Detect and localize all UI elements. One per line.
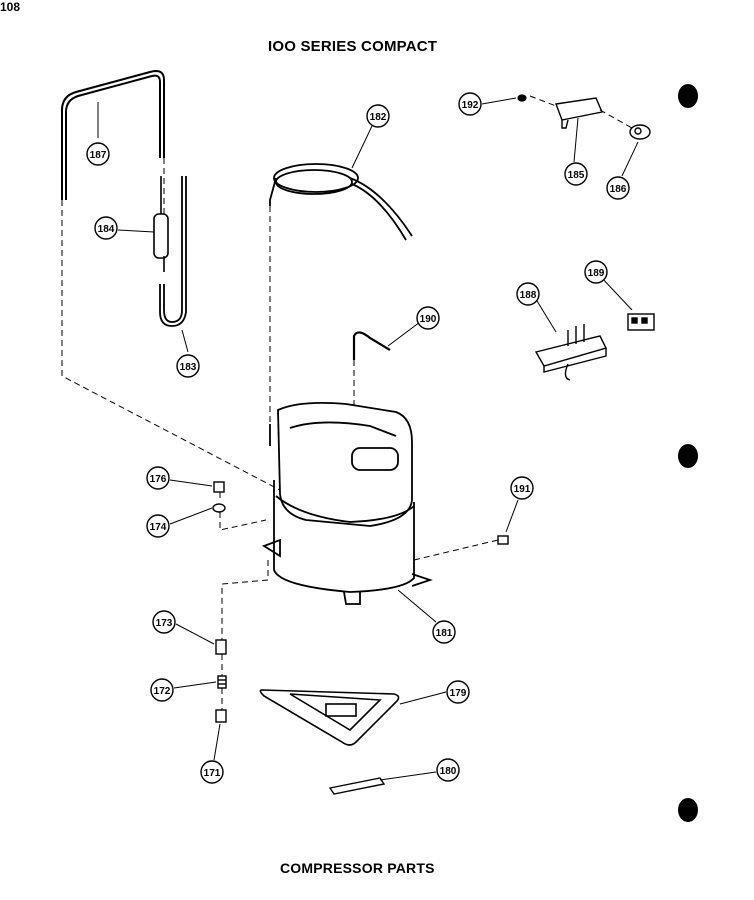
svg-text:171: 171 <box>204 768 221 779</box>
capillary-tube-183 <box>159 176 187 327</box>
callout-181: 181 <box>432 620 456 644</box>
clamp-186 <box>629 124 651 140</box>
nut-176 <box>213 481 225 493</box>
svg-text:190: 190 <box>420 314 437 325</box>
callout-188: 188 <box>516 282 540 306</box>
callout-183: 183 <box>176 354 200 378</box>
callout-182: 182 <box>366 104 390 128</box>
section-caption: COMPRESSOR PARTS <box>280 860 435 876</box>
page-number: 108 <box>0 0 21 14</box>
callout-179: 179 <box>446 680 470 704</box>
svg-text:187: 187 <box>90 150 107 161</box>
nut-171 <box>215 709 227 723</box>
callout-186: 186 <box>606 176 630 200</box>
process-tube-190 <box>352 331 391 360</box>
callout-187: 187 <box>86 142 110 166</box>
clip-180 <box>328 777 386 795</box>
svg-text:179: 179 <box>450 688 467 699</box>
grommet-191 <box>497 535 509 545</box>
svg-text:188: 188 <box>520 290 537 301</box>
screw-192 <box>517 94 527 102</box>
svg-text:183: 183 <box>180 362 197 373</box>
svg-text:180: 180 <box>440 766 457 777</box>
spring-172 <box>217 675 227 689</box>
callout-189: 189 <box>584 260 608 284</box>
callout-173: 173 <box>152 610 176 634</box>
svg-text:173: 173 <box>156 618 173 629</box>
callout-191: 191 <box>510 476 534 500</box>
washer-174 <box>212 503 226 513</box>
punch-holes <box>678 84 698 822</box>
svg-text:182: 182 <box>370 112 387 123</box>
svg-text:191: 191 <box>514 484 531 495</box>
svg-text:181: 181 <box>436 628 453 639</box>
callout-176: 176 <box>146 466 170 490</box>
bracket-185 <box>555 97 603 129</box>
spacer-173 <box>215 639 227 655</box>
callout-174: 174 <box>146 514 170 538</box>
callout-172: 172 <box>150 678 174 702</box>
svg-text:172: 172 <box>154 686 171 697</box>
svg-text:174: 174 <box>150 522 167 533</box>
callout-185: 185 <box>564 162 588 186</box>
callout-171: 171 <box>200 760 224 784</box>
svg-text:184: 184 <box>98 224 115 235</box>
terminal-block-189 <box>627 313 655 331</box>
svg-text:192: 192 <box>462 100 479 111</box>
drier-184 <box>153 176 169 272</box>
relay-188 <box>534 324 608 381</box>
callout-190: 190 <box>416 306 440 330</box>
assembly-dashed-lines <box>61 95 633 710</box>
callout-192: 192 <box>458 92 482 116</box>
svg-text:189: 189 <box>588 268 605 279</box>
svg-text:186: 186 <box>610 184 627 195</box>
base-plate-179 <box>259 689 400 746</box>
callout-180: 180 <box>436 758 460 782</box>
svg-text:185: 185 <box>568 170 585 181</box>
page-title: IOO SERIES COMPACT <box>268 38 438 55</box>
callout-184: 184 <box>94 216 118 240</box>
suction-coil-182 <box>269 163 413 241</box>
discharge-tube-187 <box>61 70 165 200</box>
compressor-181 <box>261 401 433 605</box>
svg-text:176: 176 <box>150 474 167 485</box>
